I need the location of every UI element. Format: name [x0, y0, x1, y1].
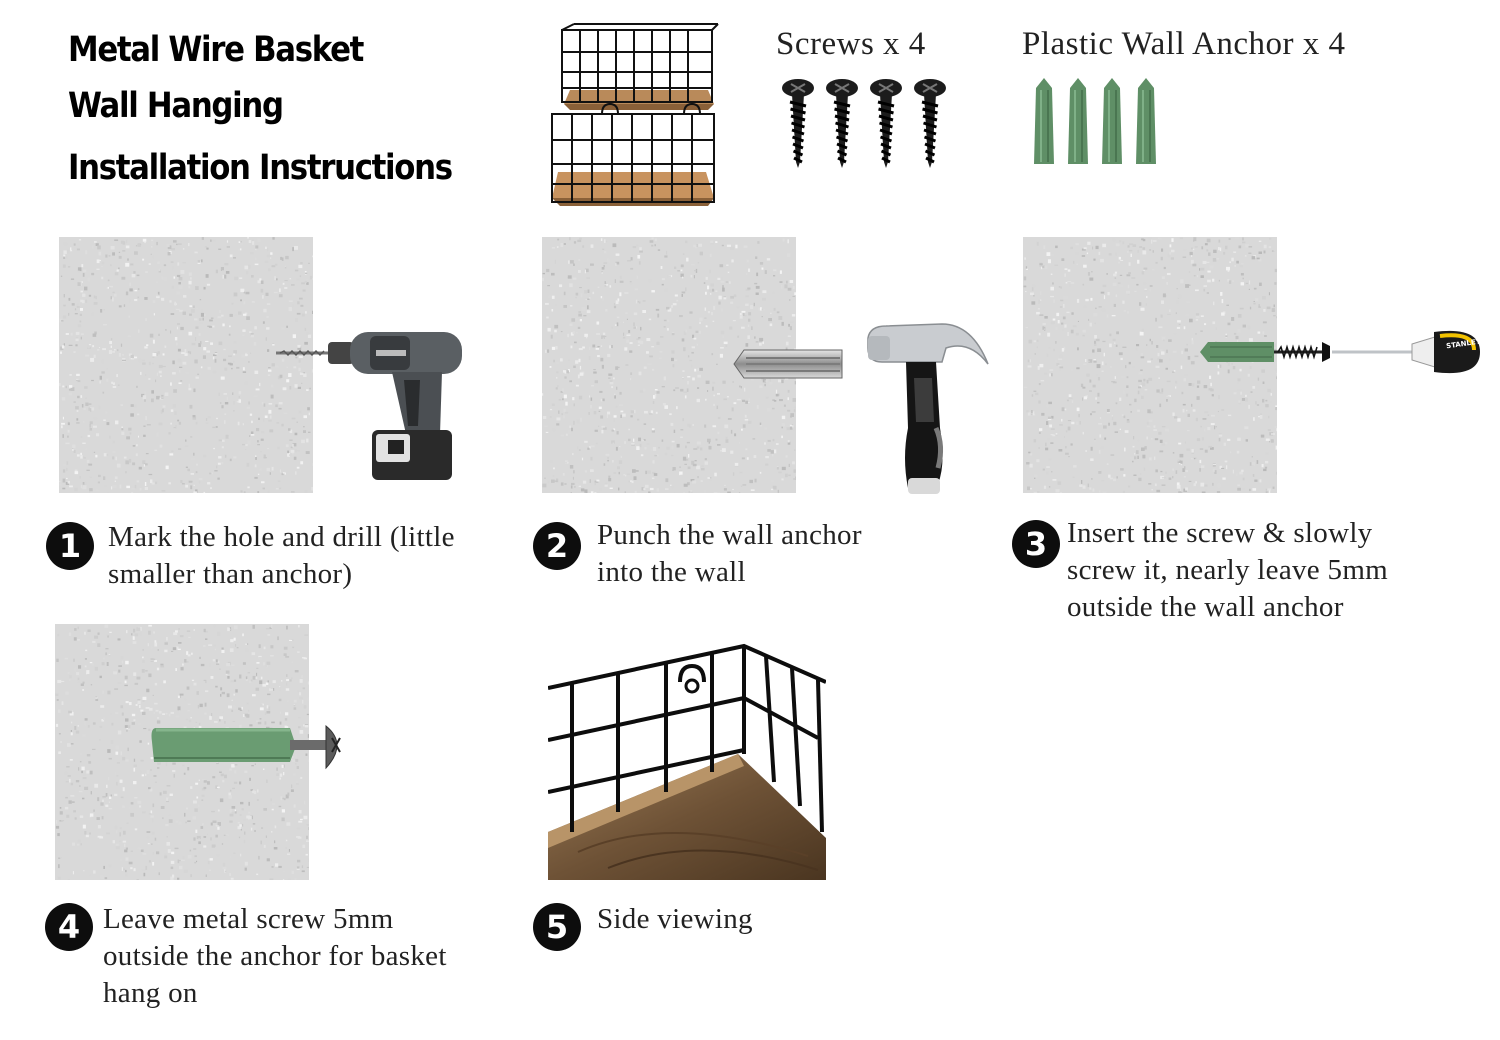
- anchors-label: Plastic Wall Anchor x 4: [1022, 26, 1346, 62]
- step-5-badge: 5: [533, 903, 581, 951]
- screws-label: Screws x 4: [776, 26, 926, 62]
- wall-texture: [59, 237, 313, 493]
- anchor-icon: [1102, 78, 1122, 164]
- step-5-text: Side viewing: [597, 901, 753, 938]
- anchor-icon: [1068, 78, 1088, 164]
- screw-icons: [782, 79, 946, 168]
- step-1-line-1: Mark the hole and drill (little: [108, 521, 455, 553]
- step-3-line-2: screw it, nearly leave 5mm: [1067, 554, 1389, 586]
- wall-texture: [542, 237, 796, 493]
- screwdriver-icon: STANLEY: [1198, 322, 1484, 382]
- step-2-line-2: into the wall: [597, 556, 746, 588]
- step-2-line-1: Punch the wall anchor: [597, 519, 862, 551]
- drill-icon: [272, 326, 472, 490]
- wall-panel-step-3: [1023, 237, 1277, 493]
- step-3-line-3: outside the wall anchor: [1067, 591, 1344, 623]
- screw-icon: [782, 79, 814, 168]
- step-3-line-1: Insert the screw & slowly: [1067, 517, 1373, 549]
- screw-icon: [870, 79, 902, 168]
- step-4-line-1: Leave metal screw 5mm: [103, 903, 394, 935]
- step-4-badge: 4: [45, 903, 93, 951]
- step-2-text: Punch the wall anchor into the wall: [597, 517, 862, 591]
- step-4-line-3: hang on: [103, 977, 198, 1009]
- screws-group: [776, 76, 956, 170]
- title-line-2: Wall Hanging: [68, 86, 284, 126]
- anchor-icon: [1034, 78, 1054, 164]
- wall-panel-step-1: [59, 237, 313, 493]
- step-4-text: Leave metal screw 5mm outside the anchor…: [103, 901, 447, 1012]
- wall-texture: [55, 624, 309, 880]
- title-line-1: Metal Wire Basket: [68, 30, 364, 70]
- basket-side-view: [548, 642, 826, 880]
- anchor-with-screw-icon: [150, 722, 350, 772]
- step-1-badge: 1: [46, 522, 94, 570]
- step-2-badge: 2: [533, 522, 581, 570]
- screw-icon: [826, 79, 858, 168]
- step-1-line-2: smaller than anchor): [108, 558, 353, 590]
- screw-icon: [914, 79, 946, 168]
- step-3-badge: 3: [1012, 520, 1060, 568]
- step-3-text: Insert the screw & slowly screw it, near…: [1067, 515, 1388, 626]
- hammer-icon: [862, 318, 992, 498]
- wall-texture: [1023, 237, 1277, 493]
- basket-product-image: [548, 22, 720, 212]
- step-5-line-1: Side viewing: [597, 903, 753, 935]
- anchors-group: [1030, 78, 1170, 168]
- anchor-metal-icon: [732, 346, 844, 382]
- anchor-icon: [1136, 78, 1156, 164]
- step-4-line-2: outside the anchor for basket: [103, 940, 447, 972]
- title-line-3: Installation Instructions: [68, 148, 453, 188]
- step-1-text: Mark the hole and drill (little smaller …: [108, 519, 455, 593]
- anchor-icons: [1034, 78, 1156, 164]
